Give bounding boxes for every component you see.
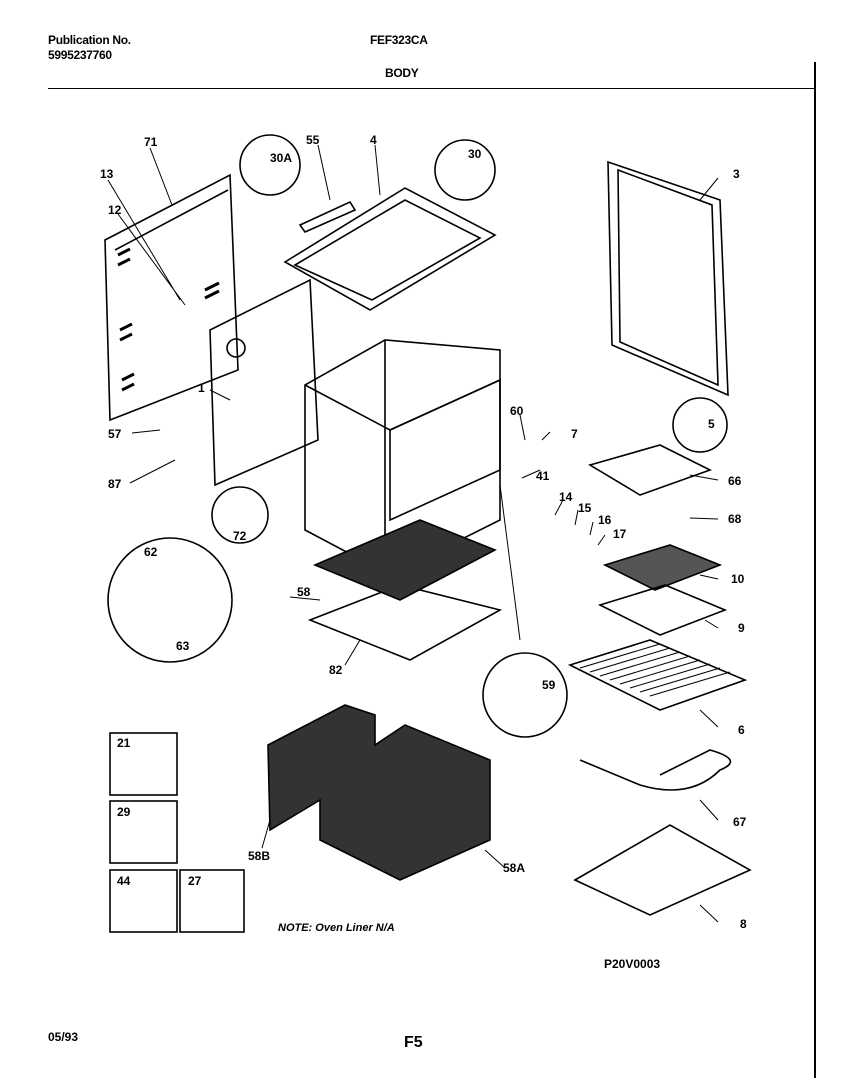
- callout-17: 17: [613, 527, 627, 541]
- header-rule: [48, 88, 816, 89]
- callout-57: 57: [108, 427, 122, 441]
- detail-box-29: [109, 800, 178, 864]
- callout-62: 62: [144, 545, 158, 559]
- oven-rack: [567, 639, 748, 711]
- oven-liner-note: NOTE: Oven Liner N/A: [278, 922, 395, 934]
- detail-box-21: [109, 732, 178, 796]
- callout-14: 14: [559, 490, 573, 504]
- callout-44: 44: [117, 874, 131, 888]
- callout-55: 55: [306, 133, 320, 147]
- bottom-panel: [307, 584, 503, 661]
- detail-circle-5: [672, 397, 728, 453]
- callout-9: 9: [738, 621, 745, 635]
- section-title: BODY: [385, 66, 419, 80]
- callout-21: 21: [117, 736, 131, 750]
- callout-63: 63: [176, 639, 190, 653]
- detail-circle-59: [482, 652, 568, 738]
- callout-13: 13: [100, 167, 114, 181]
- callout-41: 41: [536, 469, 550, 483]
- publication-label: Publication No.: [48, 33, 131, 47]
- callout-10: 10: [731, 572, 745, 586]
- drawing-code: P20V0003: [604, 957, 660, 971]
- callout-16: 16: [598, 513, 612, 527]
- callout-72: 72: [233, 529, 247, 543]
- model-number: FEF323CA: [370, 33, 428, 47]
- side-panel: [607, 160, 729, 397]
- callout-29: 29: [117, 805, 131, 819]
- callout-3: 3: [733, 167, 740, 181]
- callout-7: 7: [571, 427, 578, 441]
- callout-27: 27: [188, 874, 202, 888]
- callout-82: 82: [329, 663, 343, 677]
- broil-pan: [588, 444, 713, 496]
- insulation-bottom: [312, 519, 497, 601]
- callout-66: 66: [728, 474, 742, 488]
- callout-58b: 58B: [248, 849, 270, 863]
- detail-box-27: [179, 869, 245, 933]
- callout-4: 4: [370, 133, 377, 147]
- callout-59: 59: [542, 678, 556, 692]
- oven-insulation: [267, 704, 491, 881]
- callout-1: 1: [198, 381, 205, 395]
- callout-12: 12: [108, 203, 122, 217]
- bake-element: [579, 749, 732, 791]
- callout-5: 5: [708, 417, 715, 431]
- detail-circle-30a: [239, 134, 301, 196]
- detail-circle-62: [107, 537, 233, 663]
- detail-circle-72: [211, 486, 269, 544]
- callout-15: 15: [578, 501, 592, 515]
- callout-6: 6: [738, 723, 745, 737]
- back-panel: [104, 173, 239, 422]
- callout-58a: 58A: [503, 861, 525, 875]
- detail-circle-30: [434, 139, 496, 201]
- callout-87: 87: [108, 477, 122, 491]
- publication-number: 5995237760: [48, 48, 112, 62]
- callout-58: 58: [297, 585, 311, 599]
- callout-30: 30: [468, 147, 482, 161]
- callout-8: 8: [740, 917, 747, 931]
- oven-bottom-tray: [573, 824, 752, 916]
- callout-30a: 30A: [270, 151, 292, 165]
- callout-67: 67: [733, 815, 747, 829]
- broil-rack: [602, 544, 723, 591]
- cooktop-support: [283, 187, 497, 311]
- footer-date: 05/93: [48, 1030, 79, 1044]
- page-number: F5: [404, 1034, 423, 1051]
- page-border: [814, 62, 816, 1078]
- callout-60: 60: [510, 404, 524, 418]
- callout-71: 71: [144, 135, 158, 149]
- callout-68: 68: [728, 512, 742, 526]
- detail-box-44: [109, 869, 178, 933]
- rear-wall: [209, 278, 319, 487]
